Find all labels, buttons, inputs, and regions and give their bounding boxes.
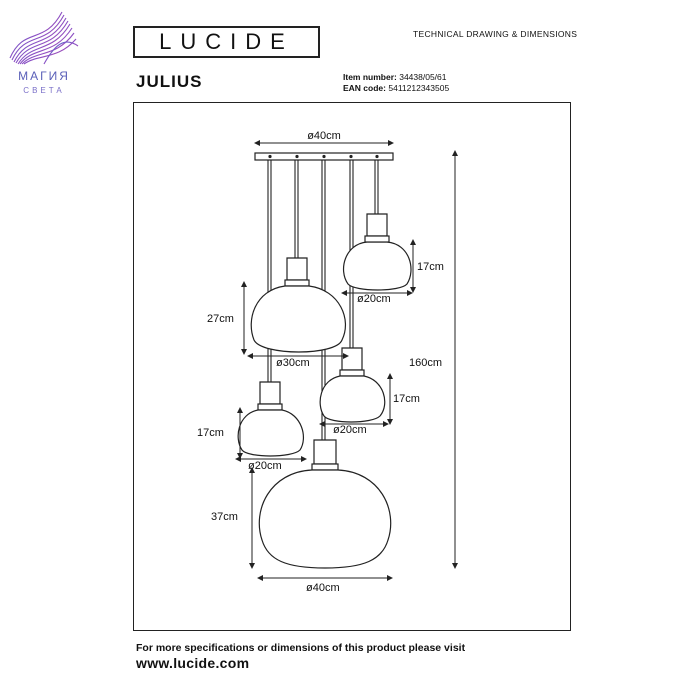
footer-website-link[interactable]: www.lucide.com (136, 655, 250, 671)
drawing-frame (133, 102, 571, 631)
logo-text: LUCIDE (159, 29, 294, 54)
total-height-label: 160cm (409, 357, 442, 369)
small-left-height-label: 17cm (197, 427, 224, 439)
large-pendant (258, 439, 392, 569)
ean-code-line: EAN code: 5411212343505 (343, 83, 449, 93)
footer-note: For more specifications or dimensions of… (136, 642, 466, 654)
item-number-value: 34438/05/61 (399, 72, 447, 82)
brand-line1-text: МАГИЯ (18, 69, 70, 83)
brand-line2-text: СВЕТА (23, 86, 64, 95)
canopy-holes (268, 154, 379, 159)
medium-pendant (250, 257, 346, 353)
large-height-label: 37cm (211, 511, 238, 523)
wave-logo-icon: МАГИЯ СВЕТА (9, 11, 79, 95)
magiya-sveta-watermark: МАГИЯ СВЕТА (4, 6, 84, 96)
small-left-pendant (237, 381, 304, 457)
document-type-label: TECHNICAL DRAWING & DIMENSIONS (413, 29, 578, 39)
medium-height-label: 27cm (207, 313, 234, 325)
large-diameter-label: ø40cm (306, 582, 340, 594)
small-mid-pendant (319, 347, 386, 423)
small-mid-diameter-label: ø20cm (333, 424, 367, 436)
small-top-diameter-label: ø20cm (357, 293, 391, 305)
canopy-width-label: ø40cm (307, 130, 341, 142)
small-top-pendant (342, 213, 412, 291)
item-number-label: Item number: (343, 72, 397, 82)
item-number-line: Item number: 34438/05/61 (343, 72, 447, 82)
technical-drawing: ø40cm 160cm 17cm ø20cm 27cm ø30cm 17cm ø… (197, 130, 458, 594)
lucide-logo: LUCIDE (133, 26, 320, 58)
small-mid-height-label: 17cm (393, 393, 420, 405)
ean-code-label: EAN code: (343, 83, 386, 93)
ean-code-value: 5411212343505 (388, 83, 450, 93)
small-top-height-label: 17cm (417, 261, 444, 273)
product-name: JULIUS (136, 72, 203, 91)
small-left-diameter-label: ø20cm (248, 460, 282, 472)
medium-diameter-label: ø30cm (276, 357, 310, 369)
